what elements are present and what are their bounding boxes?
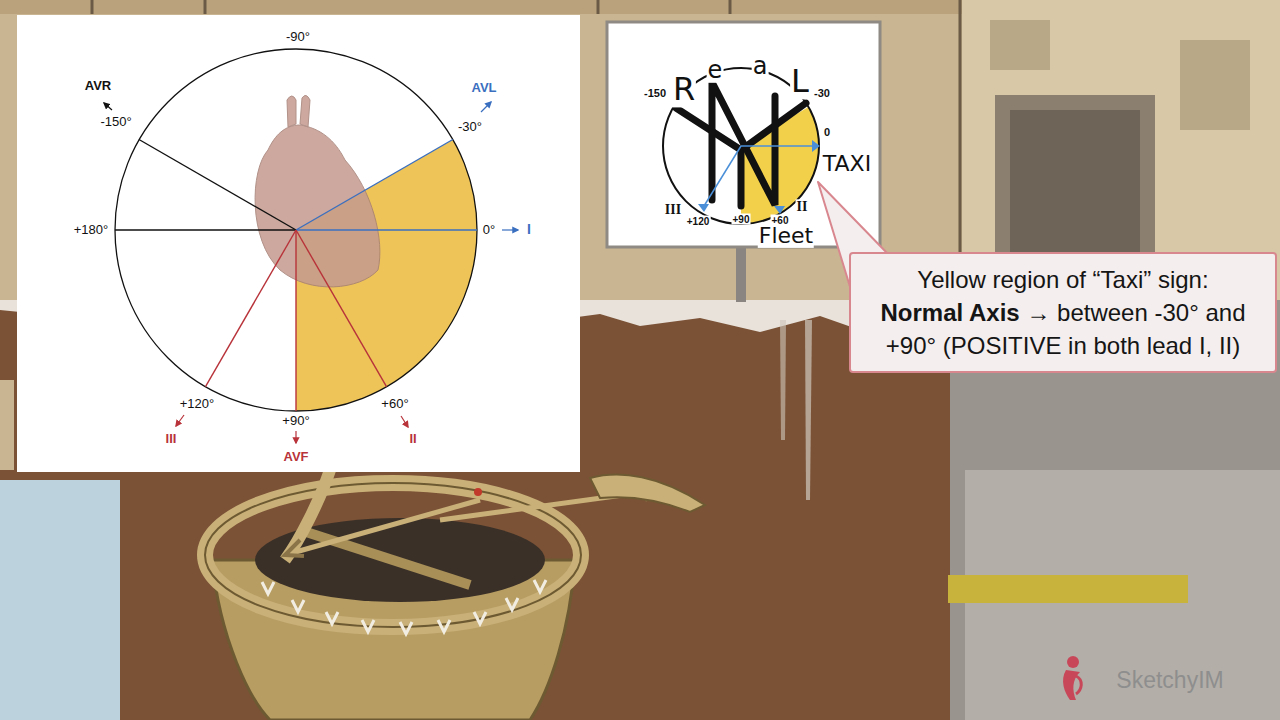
axis-panel <box>17 15 580 472</box>
angle-label: -30° <box>458 120 482 134</box>
angle-label: +180° <box>74 223 108 237</box>
pot-illustration <box>205 470 705 720</box>
drip <box>805 320 812 500</box>
sign-letter: L <box>790 64 810 99</box>
frame <box>0 380 14 470</box>
sign-angle: -30 <box>813 87 831 99</box>
callout-text: Yellow region of “Taxi” sign: <box>861 263 1265 296</box>
window <box>1180 40 1250 130</box>
sign-word: TAXI <box>822 152 872 176</box>
lead-name: III <box>166 432 177 446</box>
sign-axes <box>698 140 820 214</box>
angle-label: +120° <box>180 397 214 411</box>
angle-label: 0° <box>483 223 495 237</box>
callout-box: Yellow region of “Taxi” sign: Normal Axis… <box>849 252 1277 373</box>
logo-text: SketchyIM <box>1116 668 1223 693</box>
sign-word: Fleet <box>758 224 814 248</box>
angle-label: +60° <box>381 397 408 411</box>
sign-lead: III <box>664 202 682 217</box>
angle-label: -150° <box>100 115 131 129</box>
sign-post <box>736 247 746 302</box>
lead-name: AVF <box>283 450 308 464</box>
callout-heading: Normal Axis <box>881 299 1020 326</box>
sign-letter: a <box>752 53 769 79</box>
blue-panel <box>0 480 120 720</box>
sign-lead: II <box>796 199 809 214</box>
drip <box>780 320 786 440</box>
yellow-bar <box>948 575 1188 603</box>
lead-name: AVL <box>471 81 496 95</box>
sign-angle: -150 <box>643 87 667 99</box>
sign-angle: +90 <box>732 214 751 225</box>
sign-angle: +120 <box>686 216 711 227</box>
logo-icon <box>1063 656 1081 700</box>
lead-lines <box>115 140 477 412</box>
axis-circle <box>115 49 477 411</box>
lead-name: I <box>527 222 531 237</box>
lead-name: II <box>409 432 416 446</box>
sign-angle: 0 <box>823 126 831 138</box>
angle-label: +90° <box>282 414 309 428</box>
lead-name: AVR <box>85 79 111 93</box>
window <box>990 20 1050 70</box>
sign-letter: e <box>707 57 724 83</box>
angle-label: -90° <box>286 30 310 44</box>
sign-letter: R <box>672 72 696 107</box>
heart-shape <box>255 95 380 286</box>
lead-arrows <box>104 102 518 443</box>
